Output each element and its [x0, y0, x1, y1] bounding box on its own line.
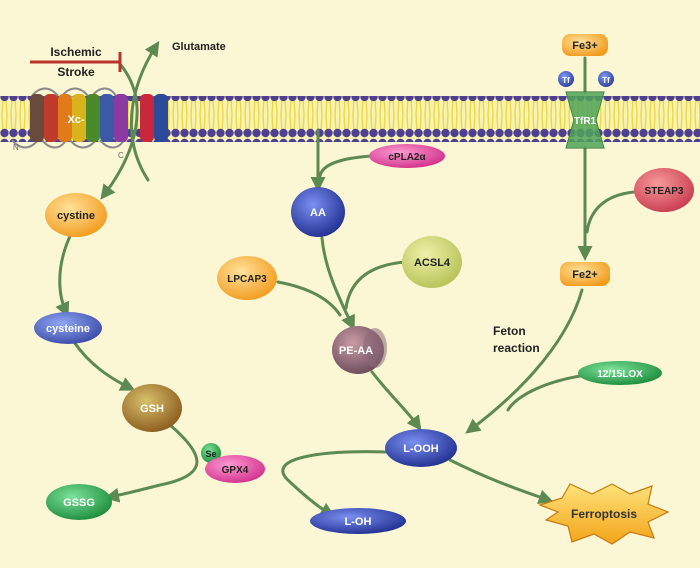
svg-text:GSH: GSH — [140, 403, 164, 415]
svg-text:cPLA2α: cPLA2α — [388, 152, 426, 163]
node-steap3: STEAP3 — [634, 168, 694, 212]
svg-text:ACSL4: ACSL4 — [414, 257, 451, 269]
svg-text:12/15LOX: 12/15LOX — [597, 369, 643, 380]
node-l-ooh: L-OOH — [385, 429, 457, 467]
looh-to-loh-arrow — [281, 450, 390, 518]
fenton-arrow — [465, 288, 584, 434]
svg-text:AA: AA — [310, 207, 326, 219]
gsh-to-gssg-arrow — [104, 423, 199, 503]
tfr1-receptor: TfR1 — [565, 91, 605, 149]
node-pe-aa: PE-AA — [332, 326, 387, 374]
glutamate-label: Glutamate — [172, 41, 226, 53]
node-gssg: GSSG — [46, 484, 112, 520]
svg-text:Ferroptosis: Ferroptosis — [571, 507, 637, 521]
node-lox: 12/15LOX — [578, 361, 662, 385]
cpla2-catalysis-line — [318, 154, 374, 178]
node-fe2: Fe2+ — [560, 262, 610, 286]
svg-text:L-OH: L-OH — [345, 516, 372, 528]
glutamate-export-arrow — [129, 40, 160, 182]
node-ferroptosis: Ferroptosis — [538, 483, 670, 545]
lpcat3-catalysis-line — [276, 280, 342, 317]
ischemic-label: Ischemic — [50, 45, 102, 59]
svg-text:Tf: Tf — [562, 76, 570, 85]
svg-text:GPX4: GPX4 — [222, 465, 249, 476]
xc-transporter: Xc- N C — [11, 87, 168, 160]
svg-text:cystine: cystine — [57, 210, 95, 222]
transferrin-left: Tf — [558, 71, 574, 87]
node-gsh: GSH — [122, 384, 182, 432]
pathway-arrows — [55, 40, 636, 518]
svg-text:Fe3+: Fe3+ — [572, 40, 597, 52]
cystine-to-cysteine-arrow — [55, 230, 74, 318]
aa-to-peaa-arrow — [320, 236, 355, 331]
node-acsl4: ACSL4 — [402, 236, 462, 288]
xc-label: Xc- — [67, 114, 84, 126]
peaa-to-looh-arrow — [370, 370, 422, 431]
svg-text:cysteine: cysteine — [46, 323, 90, 335]
svg-text:Fe2+: Fe2+ — [572, 269, 597, 281]
cystine-import-arrow — [100, 62, 139, 200]
cysteine-to-gsh-arrow — [72, 340, 136, 391]
node-se: Se — [201, 443, 221, 463]
svg-text:Tf: Tf — [602, 76, 610, 85]
svg-text:reaction: reaction — [493, 341, 540, 355]
svg-text:Feton: Feton — [493, 324, 526, 338]
ischemic-stroke-inhibitor: Ischemic Stroke — [30, 45, 122, 79]
node-cysteine: cysteine — [34, 312, 102, 344]
tfr1-label: TfR1 — [574, 116, 597, 127]
node-l-oh: L-OH — [310, 508, 406, 534]
node-cpla2: cPLA2α — [369, 144, 445, 168]
node-cystine: cystine — [45, 193, 107, 237]
stroke-label: Stroke — [57, 65, 95, 79]
node-lpcat3: LPCAP3 — [217, 256, 277, 300]
looh-to-ferroptosis-arrow — [448, 458, 554, 505]
svg-text:LPCAP3: LPCAP3 — [227, 274, 267, 285]
c-terminus-label: C — [118, 151, 124, 160]
steap3-catalysis-line — [585, 190, 636, 234]
svg-text:STEAP3: STEAP3 — [645, 186, 684, 197]
svg-text:Se: Se — [205, 449, 216, 459]
node-fe3: Fe3+ — [562, 34, 608, 56]
transferrin-right: Tf — [598, 71, 614, 87]
node-gpx4: GPX4 — [205, 455, 265, 483]
lox-catalysis-line — [506, 373, 588, 412]
n-terminus-label: N — [13, 143, 19, 152]
svg-text:GSSG: GSSG — [63, 497, 95, 509]
svg-text:L-OOH: L-OOH — [403, 443, 438, 455]
feton-reaction-label: Feton reaction — [493, 324, 540, 355]
acsl4-catalysis-line — [344, 260, 407, 310]
node-aa: AA — [291, 187, 345, 237]
svg-text:PE-AA: PE-AA — [339, 345, 373, 357]
